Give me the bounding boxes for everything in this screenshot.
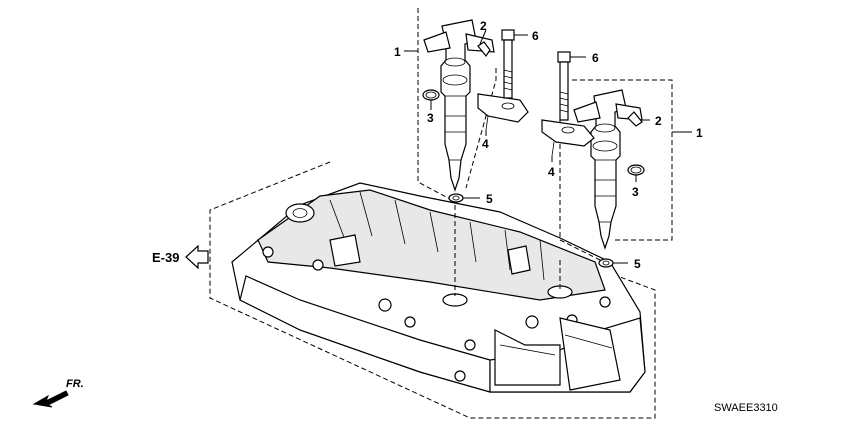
- callout-right-clip: 2: [655, 114, 662, 128]
- callout-right-clamp: 4: [548, 165, 555, 179]
- front-label: FR.: [66, 378, 84, 390]
- front-arrow-icon: [32, 390, 69, 408]
- diagram-code: SWAEE3310: [714, 402, 778, 414]
- callout-left-washer: 5: [486, 192, 493, 206]
- left-washer: [448, 193, 464, 203]
- right-washer: [598, 258, 614, 268]
- reference-label: E-39: [152, 250, 179, 265]
- left-bolt: [501, 29, 515, 99]
- callout-right-oring: 3: [632, 185, 639, 199]
- callout-right-injector: 1: [696, 126, 703, 140]
- leader-lines: [404, 29, 692, 264]
- left-injector-assembly: [417, 8, 497, 296]
- front-direction-indicator: FR.: [32, 378, 84, 408]
- left-clip: [477, 41, 491, 58]
- callout-left-clamp: 4: [482, 137, 489, 151]
- callout-left-injector: 1: [394, 45, 401, 59]
- reference-arrow-icon: [185, 244, 209, 270]
- callout-left-bolt: 6: [532, 29, 539, 43]
- callout-right-washer: 5: [634, 257, 641, 271]
- callout-left-clip: 2: [480, 19, 487, 33]
- right-clip: [627, 111, 643, 127]
- cylinder-head-cover: [231, 182, 646, 393]
- right-clamp: [541, 119, 595, 157]
- reference-e39: E-39: [152, 244, 209, 270]
- callout-left-oring: 3: [427, 111, 434, 125]
- right-bolt: [557, 51, 571, 121]
- head-cover-outline: [209, 161, 656, 419]
- left-clamp: [477, 93, 529, 131]
- left-oring: [422, 89, 440, 101]
- callout-right-bolt: 6: [592, 51, 599, 65]
- right-oring: [627, 164, 645, 176]
